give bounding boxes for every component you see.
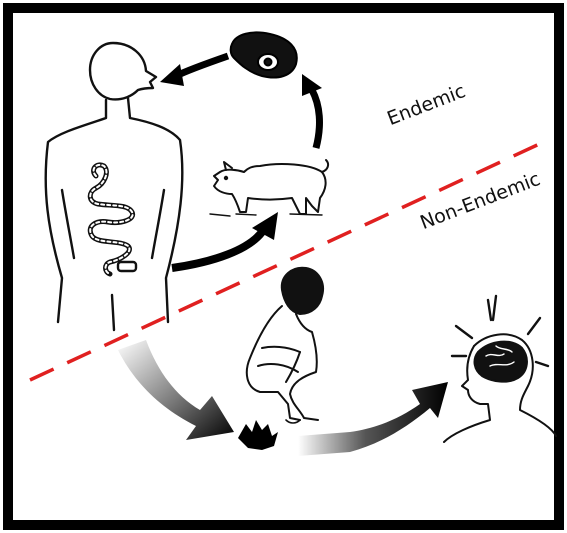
squatting-child-icon (247, 268, 323, 423)
human-head-with-brain-icon (444, 296, 556, 442)
raw-pork-cut-icon (231, 32, 297, 77)
arrow-human-to-pig (172, 212, 278, 268)
arrow-pig-to-meat (302, 74, 322, 148)
arrow-feces-to-brain (298, 382, 448, 456)
arrow-human-to-feces (118, 340, 234, 440)
feces-icon (238, 420, 278, 450)
human-body-with-tapeworm-icon (46, 43, 183, 330)
outer-frame (8, 8, 559, 525)
arrow-meat-to-human (160, 56, 228, 86)
pig-icon (210, 160, 328, 216)
